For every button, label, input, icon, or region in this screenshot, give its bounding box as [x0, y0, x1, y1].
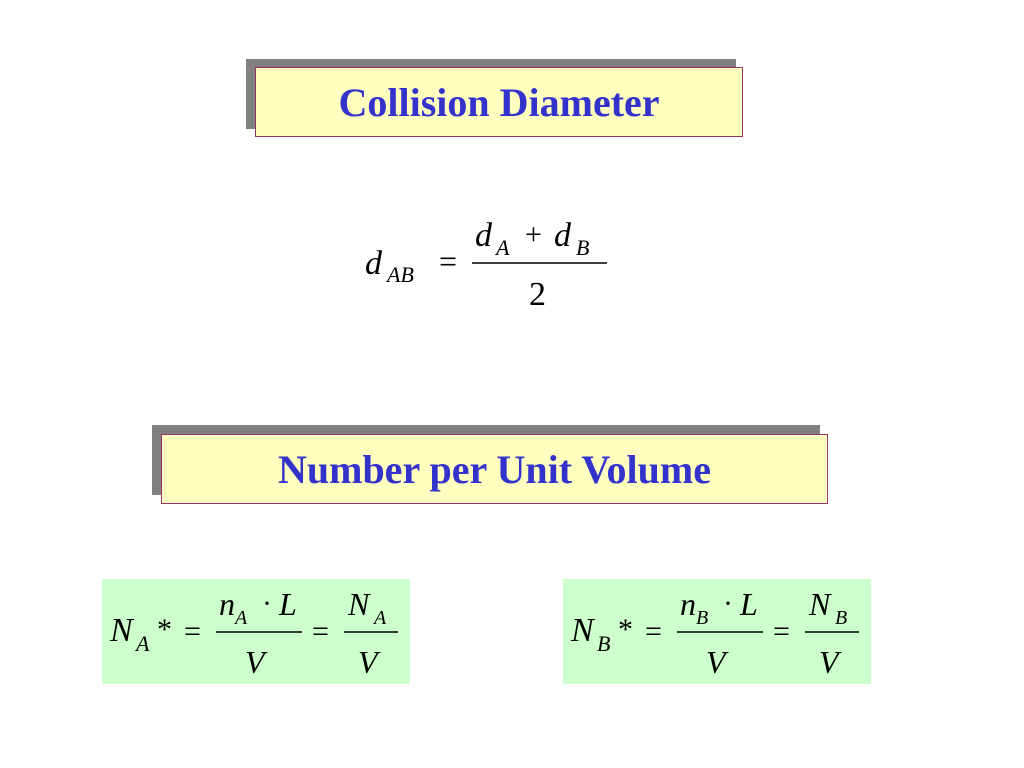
eqA-f1-num-sub: A	[233, 607, 248, 629]
equation-number-density-b: N B * = n B · L V = N B V	[570, 586, 859, 680]
eqA-equals: =	[184, 615, 201, 648]
eq1-num-b: d	[554, 217, 572, 254]
eqB-f2-den: V	[819, 644, 842, 680]
title-collision-diameter: Collision Diameter	[255, 67, 743, 137]
eq1-num-b-sub: B	[576, 235, 589, 260]
eqA-lhs: N	[109, 612, 135, 649]
eqB-star: *	[618, 613, 633, 646]
eqB-equals2: =	[773, 615, 790, 648]
eqA-f1-den: V	[245, 644, 268, 680]
eqB-lhs: N	[570, 612, 596, 649]
eq1-equals: =	[439, 243, 457, 279]
eqB-f2-num-sub: B	[835, 607, 847, 629]
eqB-f1-num-n: n	[680, 586, 696, 622]
title-number-per-unit-volume: Number per Unit Volume	[161, 434, 828, 504]
eqB-lhs-sub: B	[597, 631, 610, 656]
eqA-star: *	[157, 613, 172, 646]
equation-collision-diameter: d AB = d A + d B 2	[365, 217, 607, 313]
eq1-num-a-sub: A	[494, 235, 510, 260]
eq1-den: 2	[529, 276, 546, 313]
eqA-f1-num-n: n	[219, 586, 235, 622]
equation-number-density-a: N A * = n A · L V = N A V	[109, 586, 398, 680]
eq1-lhs-sub: AB	[385, 262, 414, 287]
eqB-f2-num: N	[808, 586, 832, 622]
eqA-f2-den: V	[358, 644, 381, 680]
eqB-f1-num-sub: B	[696, 607, 708, 629]
eqA-f1-num-L: L	[278, 586, 297, 622]
eqB-equals: =	[645, 615, 662, 648]
eqB-f1-dot: ·	[723, 587, 733, 620]
eqA-f2-num-sub: A	[372, 607, 387, 629]
eqB-f1-den: V	[706, 644, 729, 680]
eqB-f1-num-L: L	[739, 586, 758, 622]
eqA-f2-num: N	[347, 586, 371, 622]
eq1-plus: +	[525, 218, 542, 251]
eq1-num-a: d	[475, 217, 493, 254]
title-collision-diameter-text: Collision Diameter	[338, 79, 660, 125]
eqA-f1-dot: ·	[262, 587, 272, 620]
title-number-per-unit-volume-text: Number per Unit Volume	[277, 446, 711, 492]
eq1-lhs: d	[365, 245, 383, 282]
eqA-lhs-sub: A	[134, 631, 150, 656]
eqA-equals2: =	[312, 615, 329, 648]
